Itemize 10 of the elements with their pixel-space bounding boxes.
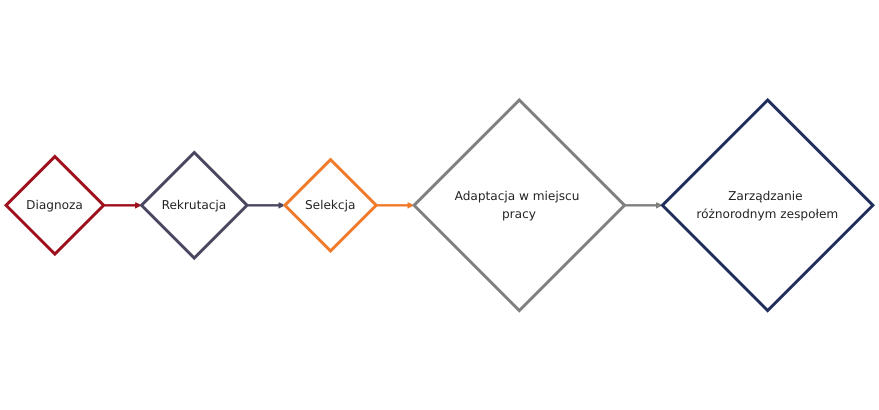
node-diamond: [282, 157, 378, 253]
arrow: [624, 202, 662, 208]
flow-diagram: Diagnoza Rekrutacja Selekcja Adaptacja w miejscu pracy Zarządzanie różnorodnym zespołem: [0, 94, 879, 316]
node-diamond: [4, 154, 106, 256]
node-diamond: [660, 98, 876, 312]
node-diamond: [412, 98, 627, 312]
arrow: [103, 202, 142, 208]
node-diamond: [139, 150, 250, 260]
arrow: [246, 202, 285, 208]
arrow: [376, 202, 414, 208]
